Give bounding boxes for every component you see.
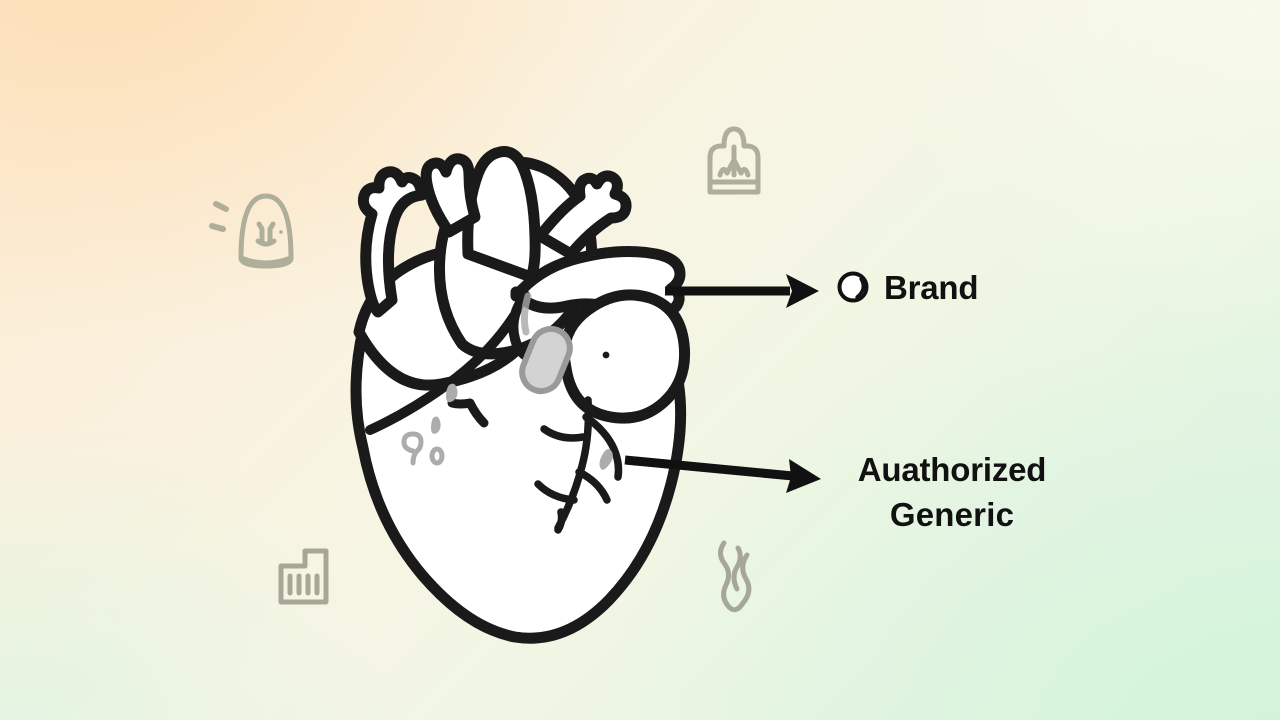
right-ventricle-lobe xyxy=(558,289,691,424)
callout-label-line-1: Auathorized xyxy=(857,451,1047,488)
bar-chart-icon xyxy=(278,548,329,605)
callout-label-brand: Brand xyxy=(884,269,979,306)
aortic-shadow xyxy=(520,292,532,336)
smoke-wisp-icon xyxy=(718,540,752,613)
heart-texture-outline-marks xyxy=(401,431,445,466)
right-pulmonary-branch xyxy=(534,170,632,260)
left-pulmonary-branch xyxy=(420,153,481,238)
callout-label-authorized-generic: Auathorized Generic xyxy=(836,447,1068,537)
heart-dot-right xyxy=(602,351,610,359)
septum-fork xyxy=(447,398,489,428)
heart-body xyxy=(350,146,691,644)
coronary-arteries xyxy=(534,396,623,534)
fountain-arch-icon xyxy=(707,126,761,195)
callout-label-line-2: Generic xyxy=(889,496,1015,533)
pill-capsule-shape xyxy=(519,325,573,395)
arrow-authorized-generic xyxy=(624,455,821,493)
vena-cava-branch xyxy=(357,166,428,318)
arrow-brand xyxy=(665,274,819,308)
septum-line xyxy=(365,311,519,435)
heart-texture-marks xyxy=(431,383,613,470)
pill-circle-icon xyxy=(837,271,869,303)
snow-globe-icon xyxy=(209,193,294,269)
